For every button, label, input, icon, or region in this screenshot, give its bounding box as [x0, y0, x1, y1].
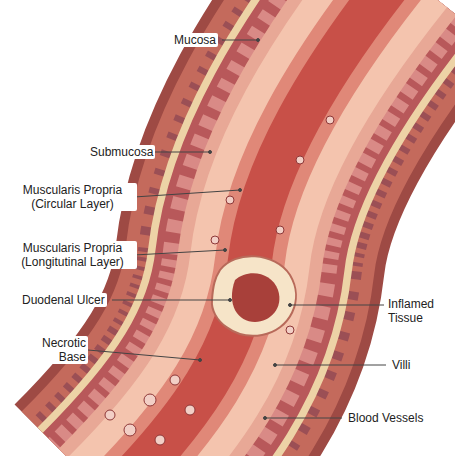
part-label: Necrotic Base — [26, 336, 88, 364]
part-label: Villi — [390, 358, 412, 372]
part-label: Muscularis Propria (Circular Layer) — [8, 183, 137, 211]
part-label: Muscularis Propria (Longitutinal Layer) — [8, 241, 137, 269]
part-label: Duodenal Ulcer — [20, 293, 107, 307]
part-label: Mucosa — [172, 33, 218, 47]
part-label: Inflamed Tissue — [386, 297, 452, 325]
part-label: Submucosa — [88, 145, 155, 159]
part-label: Blood Vessels — [346, 411, 425, 425]
